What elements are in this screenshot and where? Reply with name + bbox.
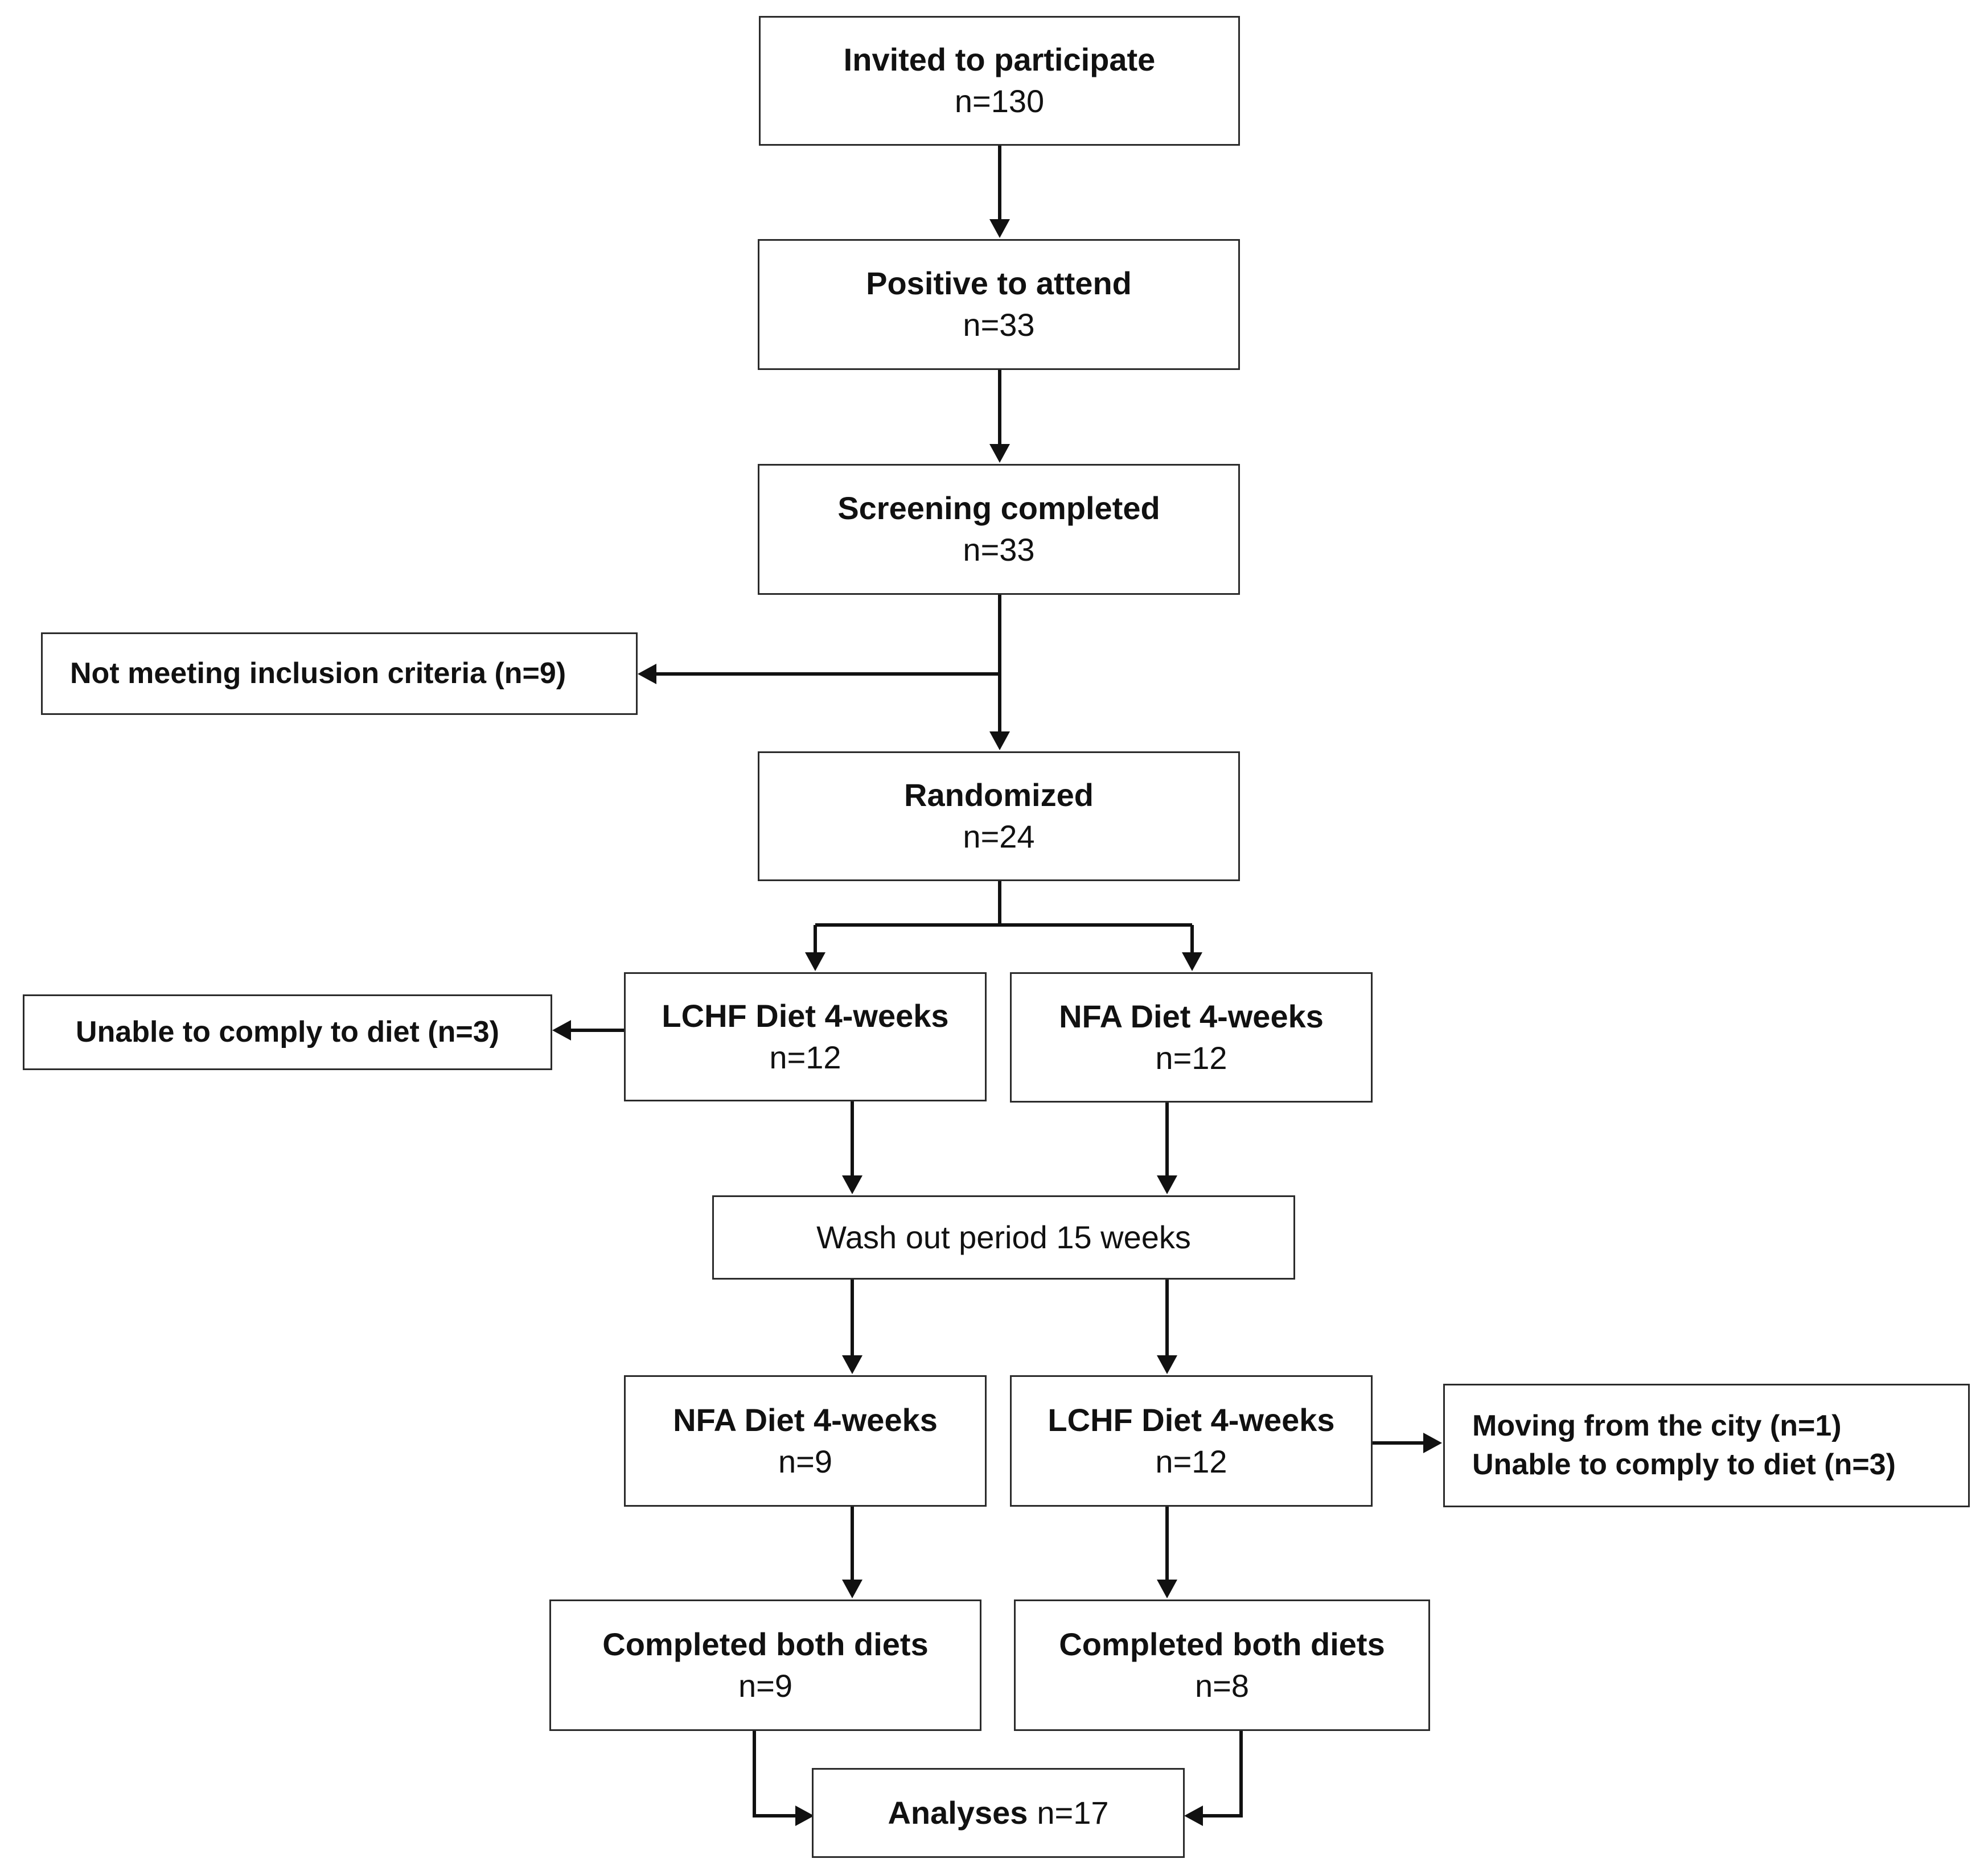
box-line-2: Unable to comply to diet (n=3) xyxy=(1472,1448,1896,1481)
box-text: Not meeting inclusion criteria (n=9) xyxy=(70,656,566,690)
arrow-randomized-split xyxy=(814,881,1194,962)
box-count: n=9 xyxy=(778,1443,832,1479)
box-title: Completed both diets xyxy=(1059,1626,1385,1662)
box-title: LCHF Diet 4-weeks xyxy=(1048,1401,1335,1438)
box-count: n=12 xyxy=(1155,1039,1227,1076)
box-title: Completed both diets xyxy=(602,1626,929,1662)
box-count: n=9 xyxy=(738,1667,792,1704)
box-title: Analyses xyxy=(888,1794,1028,1831)
arrowhead xyxy=(989,444,1010,463)
arrowhead xyxy=(552,1020,571,1041)
box-title: NFA Diet 4-weeks xyxy=(673,1401,938,1438)
box-invited: Invited to participate n=130 xyxy=(759,16,1240,146)
box-lchf-second: LCHF Diet 4-weeks n=12 xyxy=(1010,1375,1373,1507)
arrow-left-to-analyses xyxy=(694,1727,797,1817)
arrowhead xyxy=(1157,1175,1177,1194)
box-count: n=130 xyxy=(954,83,1045,119)
box-count: n=8 xyxy=(1195,1667,1249,1704)
arrowhead xyxy=(842,1580,862,1598)
analyses-label: Analyses n=17 xyxy=(888,1792,1108,1834)
box-analyses: Analyses n=17 xyxy=(812,1768,1185,1858)
box-washout: Wash out period 15 weeks xyxy=(712,1195,1295,1280)
box-title: Screening completed xyxy=(837,490,1160,527)
box-nfa-second: NFA Diet 4-weeks n=9 xyxy=(624,1375,987,1507)
arrowhead xyxy=(989,219,1010,238)
arrowhead xyxy=(1157,1580,1177,1598)
box-dropout-second: Moving from the city (n=1) Unable to com… xyxy=(1443,1384,1970,1507)
box-count: n=12 xyxy=(769,1039,841,1075)
arrowhead xyxy=(795,1806,814,1826)
box-title: Positive to attend xyxy=(866,265,1132,302)
box-positive: Positive to attend n=33 xyxy=(758,239,1240,370)
arrowhead xyxy=(842,1355,862,1374)
arrowhead xyxy=(1157,1355,1177,1374)
box-text: Unable to comply to diet (n=3) xyxy=(76,1015,499,1048)
box-count: n=24 xyxy=(963,819,1035,854)
box-nfa-first: NFA Diet 4-weeks n=12 xyxy=(1010,972,1373,1103)
box-unable-first: Unable to comply to diet (n=3) xyxy=(23,994,552,1070)
box-completed-right: Completed both diets n=8 xyxy=(1014,1599,1430,1731)
box-completed-left: Completed both diets n=9 xyxy=(549,1599,981,1731)
box-line-1: Moving from the city (n=1) xyxy=(1472,1409,1842,1442)
arrow-right-to-analyses xyxy=(1201,1727,1301,1817)
arrowhead xyxy=(1184,1806,1203,1826)
box-randomized: Randomized n=24 xyxy=(758,751,1240,881)
box-count: n=17 xyxy=(1037,1794,1109,1831)
box-title: Invited to participate xyxy=(843,42,1156,78)
arrowhead xyxy=(1423,1433,1442,1453)
arrowhead xyxy=(842,1175,862,1194)
arrowhead xyxy=(805,952,825,971)
box-title: LCHF Diet 4-weeks xyxy=(662,997,949,1034)
arrowhead xyxy=(1182,952,1202,971)
box-title: Randomized xyxy=(904,777,1094,813)
box-text: Wash out period 15 weeks xyxy=(816,1219,1191,1255)
arrowhead xyxy=(989,731,1010,750)
box-screening: Screening completed n=33 xyxy=(758,464,1240,595)
box-count: n=33 xyxy=(963,307,1035,343)
box-count: n=33 xyxy=(963,532,1035,568)
box-not-meeting: Not meeting inclusion criteria (n=9) xyxy=(41,632,638,715)
box-count: n=12 xyxy=(1155,1443,1227,1479)
arrowhead xyxy=(638,664,656,684)
box-title: NFA Diet 4-weeks xyxy=(1059,998,1324,1034)
box-lchf-first: LCHF Diet 4-weeks n=12 xyxy=(624,972,987,1101)
